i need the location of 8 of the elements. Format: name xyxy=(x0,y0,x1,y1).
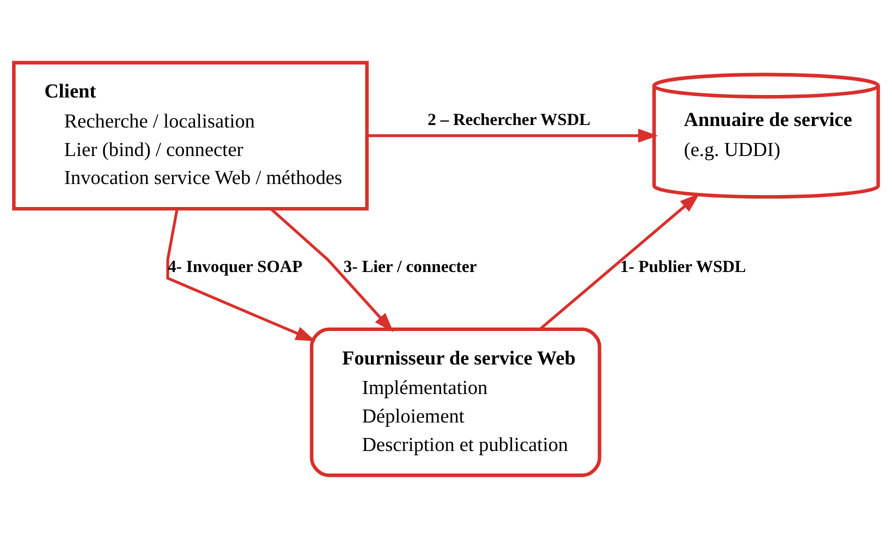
edge-label: 2 – Rechercher WSDL xyxy=(428,110,590,129)
node-box: Client Recherche / localisation Lier (bind) / connecter Invocation service Web / méthodes xyxy=(12,60,369,210)
arrow xyxy=(166,208,316,341)
edge-label: 3- Lier / connecter xyxy=(344,256,477,276)
arrow xyxy=(367,128,658,142)
edge-label: 1- Publier WSDL xyxy=(620,256,746,276)
arrow xyxy=(539,193,700,330)
node-box: Fournisseur de service Web Implémentation Déploiement Description et publication xyxy=(310,327,602,477)
